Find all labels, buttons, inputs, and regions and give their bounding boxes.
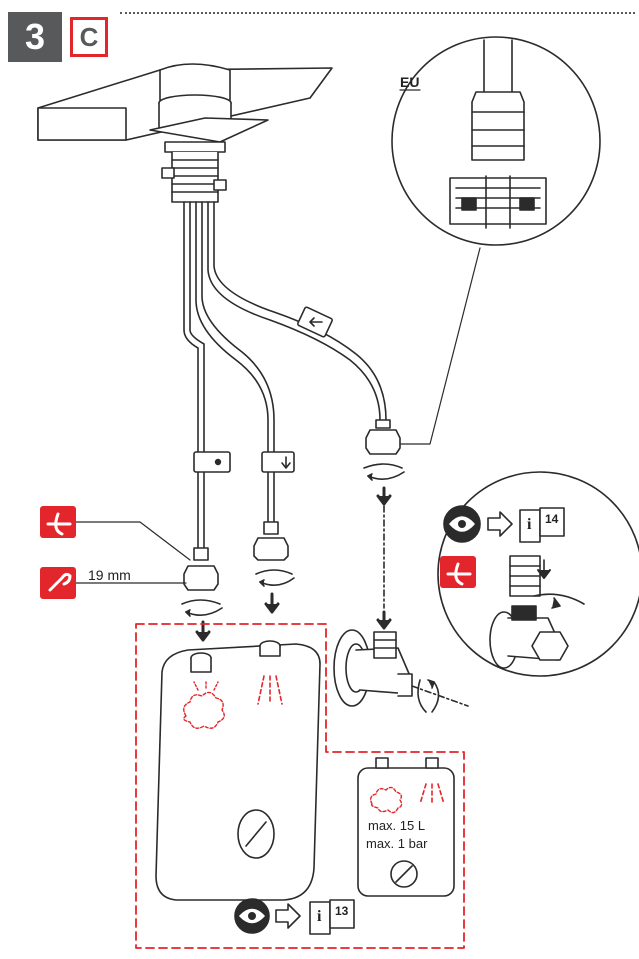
rotation-arrows [181, 463, 440, 713]
dashed-region-outline [135, 623, 465, 949]
info-icon-glyph: i [527, 516, 532, 533]
tank-pressure-label: max. 1 bar [366, 836, 428, 851]
eu-detail-circle [391, 36, 601, 246]
flow-icon [257, 675, 445, 805]
tank-volume-label: max. 15 L [368, 818, 426, 833]
eye-info-group-top [443, 505, 565, 543]
eu-label: EU [400, 74, 420, 90]
wrench-glyph [48, 572, 72, 592]
hose-tags [193, 306, 333, 473]
angle-valve [333, 629, 469, 707]
faucet-shank [149, 94, 269, 203]
small-tank [357, 757, 455, 897]
down-arrows [195, 486, 392, 642]
info-page-number-top: 14 [545, 512, 559, 526]
hose-end-nuts [183, 419, 401, 591]
variant-badge: C [70, 17, 108, 57]
eye-info-group-bottom [234, 898, 355, 935]
info-icon-glyph: i [317, 908, 322, 925]
info-page-number-bottom: 13 [335, 904, 349, 918]
no-sealant-glyph [446, 562, 472, 586]
steam-icon [183, 679, 403, 814]
no-sealant-glyph [46, 512, 72, 536]
water-tank [155, 640, 321, 901]
header-dotted-rule [120, 12, 635, 14]
step-number-badge: 3 [8, 12, 62, 62]
wrench-size-label: 19 mm [88, 567, 131, 583]
leader-lines [75, 247, 481, 584]
